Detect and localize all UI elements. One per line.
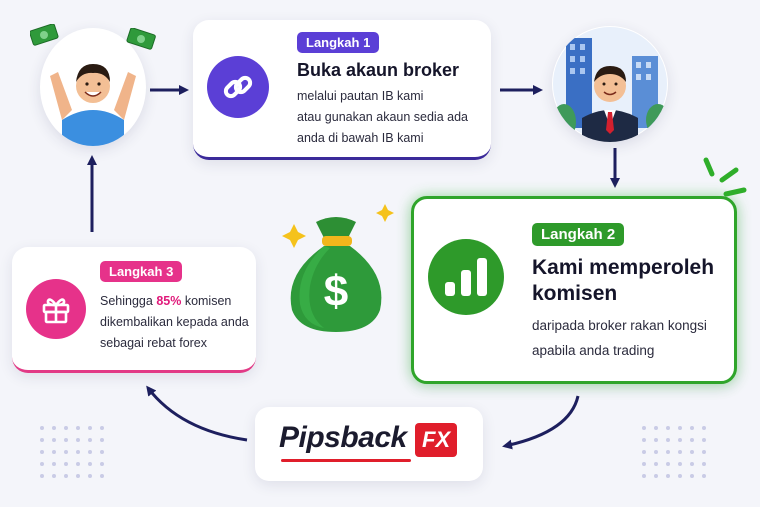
banknote-icon-right bbox=[126, 28, 156, 50]
logo-underline bbox=[281, 459, 411, 462]
step3-description: Sehingga 85% komisen dikembalikan kepada… bbox=[100, 291, 249, 354]
step1-card: Langkah 1 Buka akaun broker melalui paut… bbox=[193, 20, 491, 160]
step3-percentage: 85% bbox=[156, 294, 182, 308]
step1-description: melalui pautan IB kami atau gunakan akau… bbox=[297, 86, 468, 149]
bar-chart-icon bbox=[445, 258, 487, 296]
logo-brand-text: Pipsback bbox=[279, 421, 407, 454]
step3-icon-circle bbox=[26, 279, 86, 339]
step3-line-2: dikembalikan kepada anda bbox=[100, 315, 249, 329]
step3-badge: Langkah 3 bbox=[100, 261, 183, 282]
dot-grid-left bbox=[40, 426, 104, 478]
happy-user-icon bbox=[41, 35, 145, 146]
broker-avatar bbox=[552, 26, 668, 142]
step2-title-line-1: Kami memperoleh bbox=[532, 256, 715, 279]
step3-line-3: sebagai rebat forex bbox=[100, 336, 208, 350]
arrow-step2-to-logo bbox=[502, 395, 580, 450]
sparkle-lines-icon bbox=[703, 157, 747, 197]
step2-title-line-2: komisen bbox=[532, 282, 618, 305]
money-bag-icon: $ bbox=[282, 204, 394, 332]
step1-icon-circle bbox=[207, 56, 269, 118]
step1-line-3: anda di bawah IB kami bbox=[297, 131, 424, 145]
banknote-icon-left bbox=[30, 24, 59, 46]
step2-description: daripada broker rakan kongsi apabila and… bbox=[532, 313, 707, 363]
logo-fx-badge: FX bbox=[415, 423, 458, 457]
step1-title: Buka akaun broker bbox=[297, 60, 460, 80]
happy-user-avatar bbox=[40, 28, 146, 146]
step2-card: Langkah 2 Kami memperoleh komisen daripa… bbox=[411, 196, 737, 384]
step3-line-1-prefix: Sehingga bbox=[100, 294, 157, 308]
dot-grid-right bbox=[642, 426, 706, 478]
step2-line-2: apabila anda trading bbox=[532, 343, 655, 358]
step1-line-1: melalui pautan IB kami bbox=[297, 89, 424, 103]
step3-line-1: Sehingga 85% komisen bbox=[100, 291, 249, 312]
broker-icon bbox=[552, 27, 668, 142]
pipsback-logo-card: Pipsback FX bbox=[255, 407, 483, 481]
step3-line-1-suffix: komisen bbox=[181, 294, 232, 308]
step3-card: Langkah 3 Sehingga 85% komisen dikembali… bbox=[12, 247, 256, 373]
step1-line-2: atau gunakan akaun sedia ada bbox=[297, 110, 468, 124]
step2-badge: Langkah 2 bbox=[532, 223, 625, 246]
step2-line-1: daripada broker rakan kongsi bbox=[532, 318, 707, 333]
arrow-logo-to-step3 bbox=[146, 385, 248, 442]
link-icon bbox=[223, 75, 253, 99]
money-bag-symbol: $ bbox=[324, 267, 348, 316]
gift-icon bbox=[42, 298, 70, 324]
step2-title: Kami memperoleh komisen bbox=[532, 255, 714, 307]
step1-badge: Langkah 1 bbox=[297, 32, 380, 53]
step2-icon-circle bbox=[428, 239, 504, 315]
